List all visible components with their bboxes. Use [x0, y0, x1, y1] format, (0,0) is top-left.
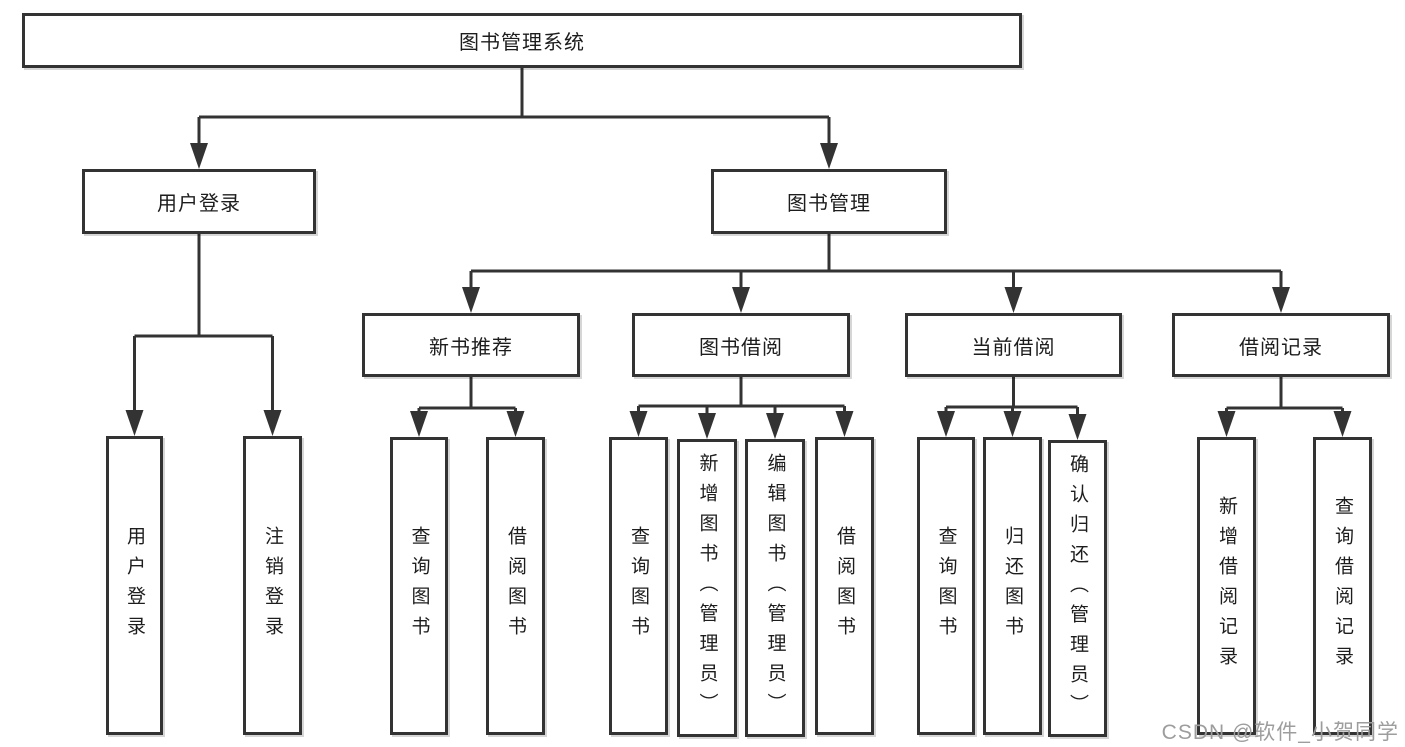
node-book-borrowing: 图书借阅	[632, 313, 850, 377]
node-label: 当前借阅	[971, 336, 1056, 359]
node-label: 用户登录	[157, 193, 241, 215]
csdn-watermark: CSDN @软件_小贺同学	[1161, 721, 1399, 744]
leaf-user-login: 用户登录	[106, 436, 163, 735]
node-label: 归还图书	[1002, 526, 1023, 646]
leaf-newrec-borrow-books: 借阅图书	[486, 437, 545, 735]
node-label: 查询借阅记录	[1332, 496, 1353, 676]
node-label: 新增借阅记录	[1216, 496, 1237, 676]
node-label: 借阅图书	[505, 526, 526, 646]
node-user-login: 用户登录	[82, 169, 316, 234]
node-label: 借阅记录	[1239, 336, 1323, 359]
node-label: 图书管理	[787, 193, 871, 215]
leaf-records-add-borrow-record: 新增借阅记录	[1197, 437, 1256, 735]
node-label: 编辑图书（管理员）	[764, 453, 786, 723]
node-label: 图书借阅	[699, 336, 783, 359]
node-root-library-system: 图书管理系统	[22, 13, 1022, 68]
node-label: 新增图书（管理员）	[696, 453, 718, 723]
leaf-borrowing-borrow-books: 借阅图书	[815, 437, 874, 735]
leaf-borrowing-query-books: 查询图书	[609, 437, 668, 735]
node-label: 用户登录	[124, 525, 145, 646]
leaf-records-query-borrow-record: 查询借阅记录	[1313, 437, 1372, 735]
node-label: 注销登录	[262, 525, 283, 646]
node-borrowing-records: 借阅记录	[1172, 313, 1390, 377]
node-book-management: 图书管理	[711, 169, 947, 234]
node-current-borrowing: 当前借阅	[905, 313, 1122, 377]
leaf-logout: 注销登录	[243, 436, 302, 735]
leaf-newrec-query-books: 查询图书	[390, 437, 448, 735]
node-label: 确认归还（管理员）	[1067, 453, 1088, 724]
node-new-book-recommendation: 新书推荐	[362, 313, 580, 377]
leaf-current-return-books: 归还图书	[983, 437, 1042, 735]
node-label: 图书管理系统	[459, 32, 585, 54]
node-label: 新书推荐	[429, 336, 513, 359]
leaf-borrowing-add-books-admin: 新增图书（管理员）	[677, 439, 737, 737]
node-label: 查询图书	[935, 526, 957, 646]
leaf-current-query-books: 查询图书	[917, 437, 975, 735]
node-label: 借阅图书	[834, 526, 855, 646]
leaf-current-confirm-return-admin: 确认归还（管理员）	[1048, 440, 1107, 737]
node-label: 查询图书	[408, 526, 430, 646]
leaf-borrowing-edit-books-admin: 编辑图书（管理员）	[745, 439, 805, 737]
node-label: 查询图书	[628, 526, 649, 646]
